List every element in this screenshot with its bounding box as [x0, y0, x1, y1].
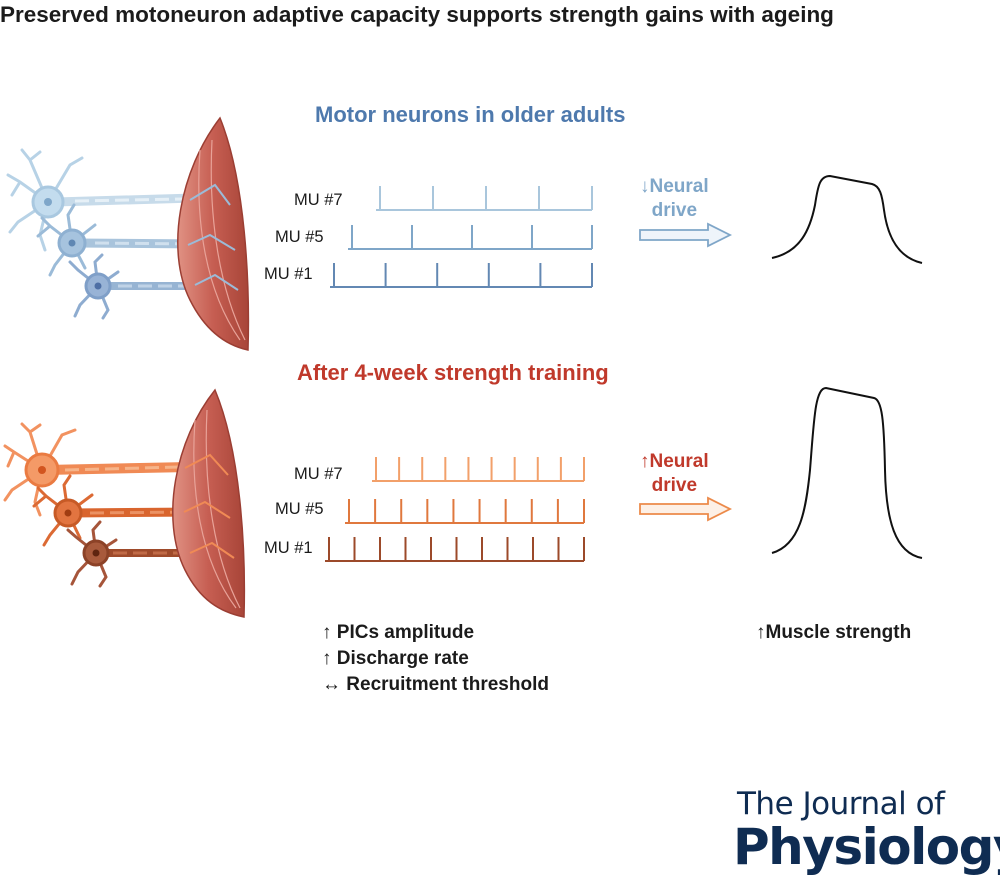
drive-word: drive — [651, 475, 698, 496]
drive-word: Neural — [649, 451, 709, 472]
arrow-neural-drive-older — [639, 222, 733, 248]
drive-word: Neural — [649, 176, 709, 197]
findings-list: ↑ PICs amplitude ↑ Discharge rate ↔ Recr… — [322, 620, 549, 698]
neural-drive-label-older: ↓Neural drive — [640, 175, 709, 223]
finding-item: ↔ Recruitment threshold — [322, 674, 549, 695]
muscle-trained — [172, 388, 246, 618]
outcome-muscle-strength: ↑Muscle strength — [756, 622, 912, 643]
finding-item: ↑ Discharge rate — [322, 648, 469, 669]
mu-label: MU #5 — [275, 228, 324, 246]
myelin — [74, 197, 186, 203]
neuron-soma — [3, 422, 77, 517]
spike-trains — [325, 186, 593, 562]
heading-older-adults: Motor neurons in older adults — [315, 102, 626, 127]
mu-label: MU #1 — [264, 539, 313, 557]
figure-title: Preserved motoneuron adaptive capacity s… — [0, 2, 834, 27]
force-curve-trained — [771, 386, 923, 559]
mu-label: MU #5 — [275, 500, 324, 518]
heading-strength-training: After 4-week strength training — [297, 360, 609, 385]
neuron-soma — [68, 253, 120, 320]
mu-label: MU #1 — [264, 265, 313, 283]
neuron-soma — [36, 203, 97, 277]
mu-label: MU #7 — [294, 191, 343, 209]
neuron-soma — [66, 520, 118, 588]
up-arrow-icon: ↑ — [640, 451, 650, 472]
neuron-group-older — [6, 148, 214, 320]
down-arrow-icon: ↓ — [640, 176, 650, 197]
finding-item: ↑ PICs amplitude — [322, 622, 475, 643]
force-curve-older — [771, 174, 923, 264]
neural-drive-label-trained: ↑Neural drive — [640, 450, 709, 498]
arrow-neural-drive-trained — [639, 496, 733, 522]
neuron-soma — [6, 148, 84, 252]
journal-logo-line1: The Journal of — [737, 786, 945, 822]
mu-label: MU #7 — [294, 465, 343, 483]
neuron-soma — [32, 474, 94, 547]
journal-logo-line2: Physiology — [733, 818, 1000, 876]
drive-word: drive — [651, 200, 698, 221]
muscle-older — [177, 116, 250, 351]
neuron-group-trained — [3, 422, 209, 588]
